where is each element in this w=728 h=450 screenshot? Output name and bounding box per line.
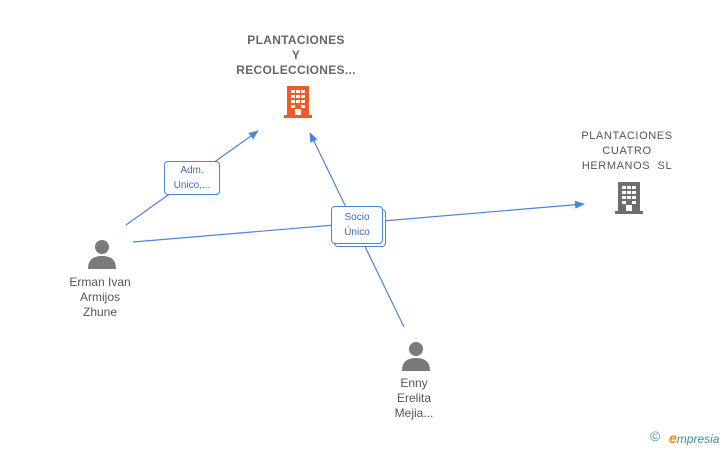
- building-icon[interactable]: [282, 84, 314, 118]
- edge-label-adm-line-1: Adm.: [180, 165, 204, 176]
- edge-label-socio-line-1: Socio: [344, 212, 370, 223]
- person-icon[interactable]: [86, 238, 118, 270]
- company-second-label[interactable]: PLANTACIONES CUATRO HERMANOS SL: [567, 129, 687, 174]
- company-second-name-line-3: HERMANOS SL: [581, 160, 673, 172]
- person-erman-name-line-2: Armijos: [79, 290, 120, 304]
- company-main-name-line-2: Y: [291, 48, 301, 62]
- person-enny-name-line-3: Mejia...: [394, 406, 434, 420]
- company-main-label[interactable]: PLANTACIONES Y RECOLECCIONES...: [216, 33, 376, 78]
- edge-label-socio[interactable]: Socio Único: [331, 206, 383, 244]
- brand-initial: e: [669, 430, 677, 446]
- person-erman-name-line-1: Erman Ivan: [69, 275, 131, 289]
- person-erman-label[interactable]: Erman Ivan Armijos Zhune: [50, 275, 150, 320]
- person-erman-name-line-3: Zhune: [82, 305, 118, 319]
- edge-label-adm[interactable]: Adm. Unico,...: [164, 161, 220, 195]
- company-main-name-line-1: PLANTACIONES: [247, 33, 345, 47]
- copyright-symbol: ©: [650, 428, 661, 444]
- person-enny-name-line-1: Enny: [400, 376, 428, 390]
- brand-name-rest: mpresia: [676, 432, 720, 446]
- company-second-name-line-1: PLANTACIONES: [581, 130, 673, 142]
- person-enny-label[interactable]: Enny Erelita Mejia...: [364, 376, 464, 421]
- footer-brand[interactable]: © empresia: [650, 428, 728, 448]
- company-second-name-line-2: CUATRO: [602, 145, 652, 157]
- building-icon[interactable]: [613, 180, 645, 214]
- edge-label-adm-line-2: Unico,...: [173, 180, 211, 191]
- edge-label-socio-line-2: Único: [344, 227, 370, 238]
- brand-logo: empresia: [669, 430, 719, 446]
- person-enny-name-line-2: Erelita: [396, 391, 431, 405]
- person-icon[interactable]: [400, 340, 432, 372]
- company-main-name-line-3: RECOLECCIONES...: [236, 63, 356, 77]
